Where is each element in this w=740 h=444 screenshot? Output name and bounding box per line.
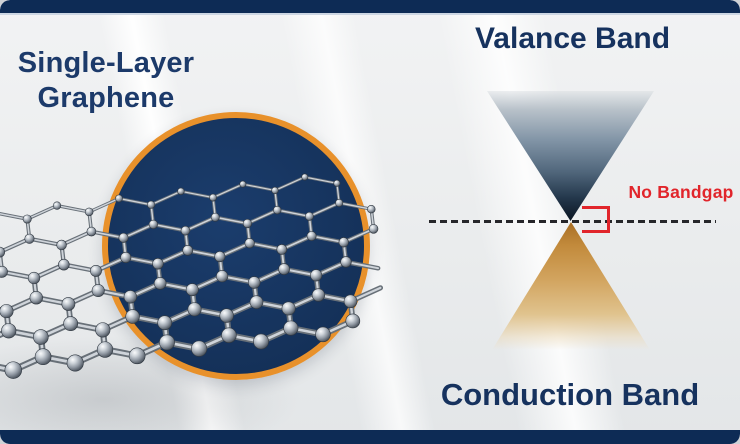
- fermi-level-dashed-line: [429, 220, 716, 223]
- conduction-band-label: Conduction Band: [440, 377, 700, 412]
- page-title: Single-Layer Graphene: [0, 46, 212, 116]
- title-line1: Single-Layer: [17, 47, 195, 79]
- lattice-atoms: [0, 173, 379, 379]
- no-bandgap-label: No Bandgap: [628, 182, 734, 202]
- valence-band-label: Valance Band: [474, 22, 671, 55]
- top-accent-bar: [0, 0, 740, 15]
- title-line2: Graphene: [37, 82, 175, 114]
- graphene-lattice-3d-icon: [0, 173, 384, 379]
- bandgap-bracket-icon: [582, 206, 610, 233]
- bottom-accent-bar: [0, 430, 740, 444]
